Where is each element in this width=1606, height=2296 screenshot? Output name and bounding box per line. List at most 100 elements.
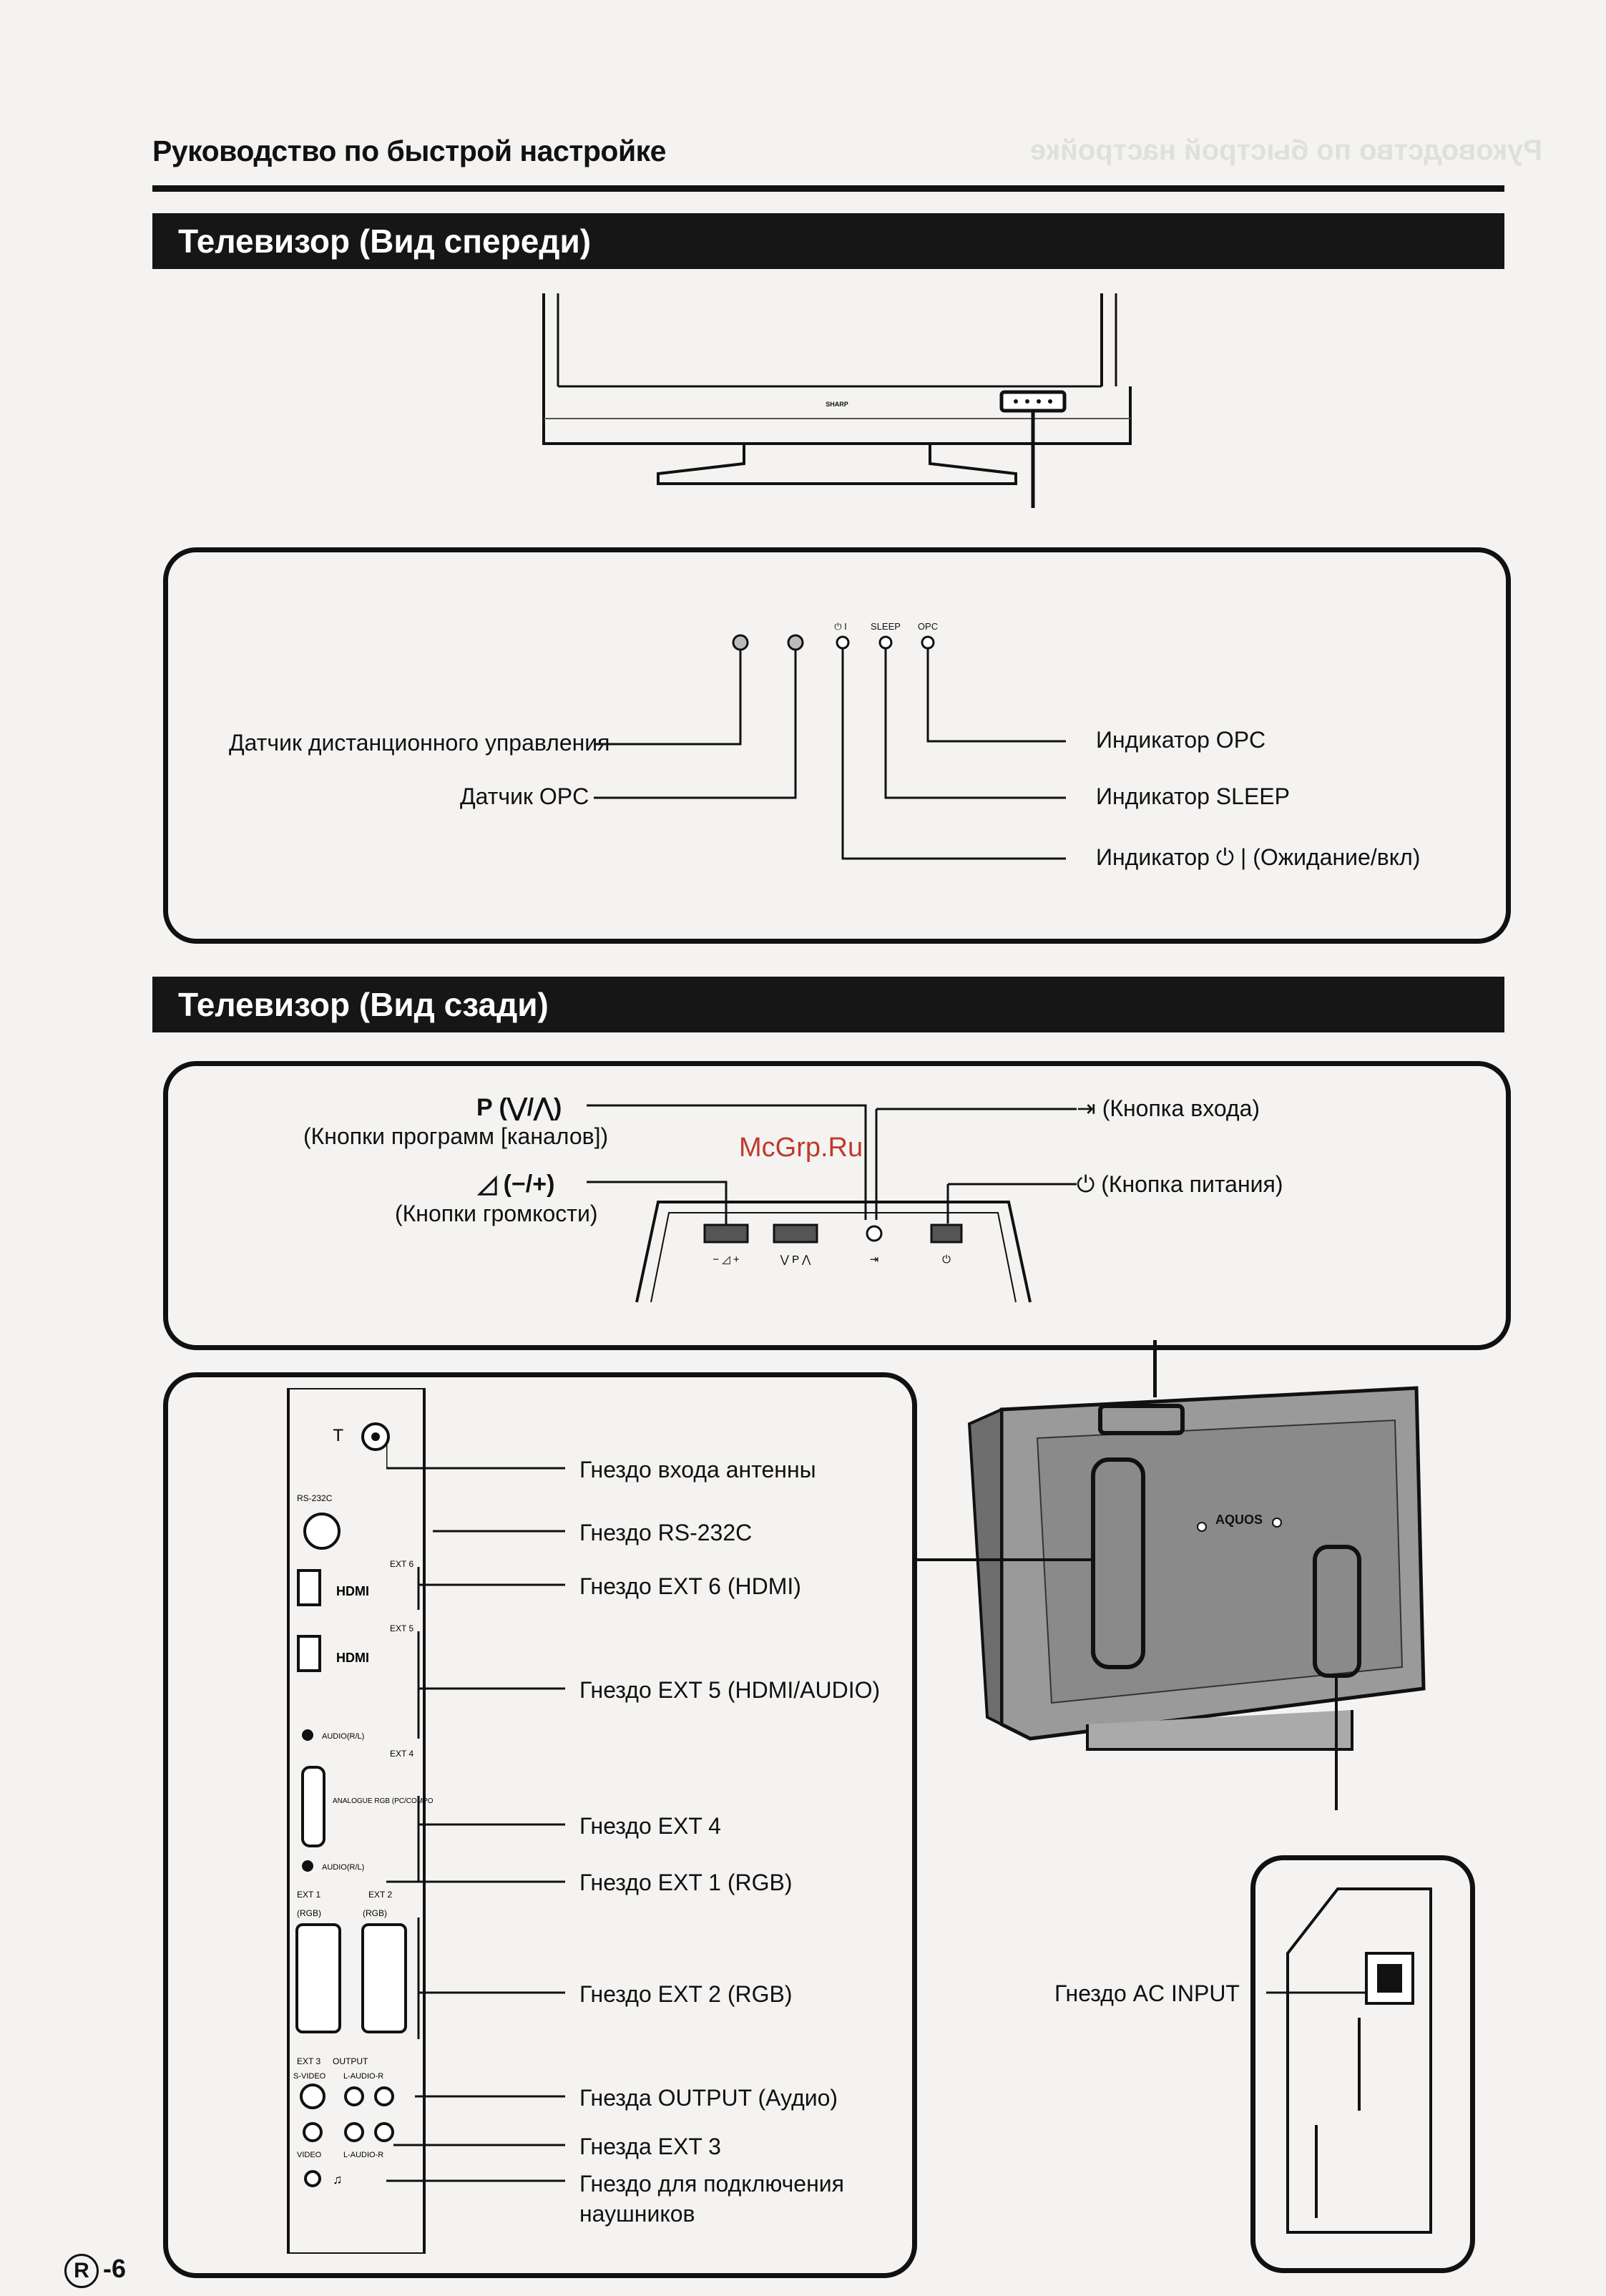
rear-controls-highlight [1098, 1404, 1185, 1435]
aquos-logo: AQUOS [1215, 1513, 1263, 1527]
label-ac-input: Гнездо AC INPUT [1054, 1980, 1240, 2006]
output-l-jack [344, 2086, 364, 2106]
label-sleep-indicator: Индикатор SLEEP [1096, 783, 1290, 809]
page-number: R-6 [64, 2254, 126, 2288]
label-headphones-1: Гнездо для подключения [579, 2171, 844, 2197]
ext3-r-jack [374, 2122, 394, 2142]
label-rs232c: Гнездо RS-232C [579, 1520, 753, 1545]
ext4-audio-jack [302, 1860, 313, 1872]
mark-output: OUTPUT [333, 2056, 368, 2066]
title-rule [152, 185, 1504, 192]
front-indicator-panel [163, 547, 1511, 944]
label-ext5: Гнездо EXT 5 (HDMI/AUDIO) [579, 1677, 881, 1703]
label-remote-sensor: Датчик дистанционного управления [229, 730, 610, 756]
output-r-jack [374, 2086, 394, 2106]
mark-svideo: S-VIDEO [293, 2072, 326, 2081]
mark-audio-4: AUDIO(R/L) [322, 1863, 364, 1872]
label-ext1: Гнездо EXT 1 (RGB) [579, 1870, 793, 1895]
mark-ext6: EXT 6 [390, 1559, 413, 1569]
mark-ext4: EXT 4 [390, 1749, 413, 1759]
rear-controls-panel [163, 1061, 1511, 1350]
sleep-indicator-dot [878, 635, 893, 650]
ext6-hdmi-jack [297, 1569, 321, 1606]
bleed-through-text: Руководство по быстрой настройке [1030, 135, 1543, 166]
label-ext3: Гнезда EXT 3 [579, 2134, 721, 2159]
ext3-l-jack [344, 2122, 364, 2142]
svg-text:⏻: ⏻ [942, 1254, 951, 1266]
mark-hdmi-5: HDMI [336, 1651, 369, 1665]
section-title-rear: Телевизор (Вид сзади) [178, 986, 549, 1023]
label-ext6: Гнездо EXT 6 (HDMI) [579, 1573, 801, 1599]
mark-rs232c: RS-232C [297, 1493, 333, 1503]
power-indicator-dot [836, 635, 850, 650]
mark-ext5: EXT 5 [390, 1623, 413, 1633]
label-power-button: ⏻ (Кнопка питания) [1077, 1171, 1283, 1197]
section-bar-rear: Телевизор (Вид сзади) [152, 977, 1504, 1032]
mark-laudior-out: L-AUDIO-R [343, 2072, 383, 2081]
svideo-jack [300, 2084, 325, 2109]
rear-controls-diagram: − ◿ + ⋁ P ⋀ ⇥ ⏻ [587, 1104, 1077, 1303]
ext2-scart-jack [361, 1923, 407, 2033]
tv-front-illustration: SHARP [542, 293, 1132, 508]
label-ext4: Гнездо EXT 4 [579, 1813, 721, 1839]
svg-text:T: T [333, 1426, 343, 1445]
label-power-indicator: Индикатор ⏻ | (Ожидание/вкл) [1096, 844, 1421, 870]
svg-text:⋁ P ⋀: ⋁ P ⋀ [780, 1254, 811, 1266]
mark-hdmi-6: HDMI [336, 1584, 369, 1598]
opc-sensor-dot [787, 634, 804, 651]
label-ext2: Гнездо EXT 2 (RGB) [579, 1981, 793, 2007]
brand-logo: SHARP [826, 401, 848, 408]
jack-leader-lines [386, 1444, 565, 2182]
rs232c-jack [303, 1513, 341, 1550]
label-headphones-2: наушников [579, 2201, 695, 2227]
ac-input-panel [1250, 1855, 1475, 2273]
power-button [930, 1223, 963, 1244]
mark-laudior-in: L-AUDIO-R [343, 2151, 383, 2159]
ext1-scart-jack [295, 1923, 341, 2033]
section-title-front: Телевизор (Вид спереди) [178, 223, 592, 260]
label-input-button: ⇥ (Кнопка входа) [1077, 1095, 1260, 1121]
label-antenna: Гнездо входа антенны [579, 1457, 816, 1482]
front-indicators-diagram: ⏻ I SLEEP OPC [594, 621, 1066, 860]
section-bar-front: Телевизор (Вид спереди) [152, 213, 1504, 269]
svg-text:♫: ♫ [333, 2172, 343, 2187]
headphone-jack [304, 2170, 321, 2187]
label-opc-sensor: Датчик OPC [460, 783, 589, 809]
label-channel-symbol: P (⋁/⋀) [476, 1094, 562, 1121]
mark-ext3: EXT 3 [297, 2056, 320, 2066]
label-output: Гнезда OUTPUT (Аудио) [579, 2085, 838, 2111]
mark-analogue: ANALOGUE RGB (PC/COMPONENT) [333, 1797, 433, 1805]
panel-power-mark: ⏻ I [834, 621, 847, 632]
panel-opc-mark: OPC [918, 621, 938, 632]
remote-sensor-dot [732, 634, 749, 651]
label-channel-buttons: (Кнопки программ [каналов]) [303, 1123, 609, 1149]
mark-ext2: EXT 2 [368, 1890, 392, 1900]
mark-rgb-2: (RGB) [363, 1908, 387, 1918]
input-button [866, 1225, 883, 1242]
label-volume-symbol: ◿ (−/+) [478, 1171, 555, 1198]
ext4-rgb-jack [301, 1766, 325, 1847]
connector-line [1153, 1340, 1157, 1397]
opc-indicator-dot [921, 635, 935, 650]
label-volume-buttons: (Кнопки громкости) [395, 1201, 598, 1226]
ext5-hdmi-jack [297, 1635, 321, 1672]
region-mark: R [64, 2254, 99, 2288]
video-jack [303, 2122, 323, 2142]
page-number-value: -6 [103, 2254, 127, 2283]
svg-text:⇥: ⇥ [870, 1254, 879, 1266]
page-title: Руководство по быстрой настройке [152, 135, 666, 167]
mark-video: VIDEO [297, 2151, 322, 2159]
ac-input-diagram [1266, 1887, 1432, 2234]
volume-button [703, 1223, 749, 1244]
rear-jacks-panel [163, 1372, 917, 2278]
panel-sleep-mark: SLEEP [871, 621, 901, 632]
mark-rgb-1: (RGB) [297, 1908, 321, 1918]
label-opc-indicator: Индикатор OPC [1096, 727, 1266, 753]
svg-text:− ◿ +: − ◿ + [713, 1254, 740, 1266]
channel-button [773, 1223, 818, 1244]
mark-audio-5: AUDIO(R/L) [322, 1732, 364, 1741]
mark-ext1: EXT 1 [297, 1890, 320, 1900]
tv-rear-illustration: AQUOS [916, 1386, 1426, 1810]
jacks-highlight [1091, 1457, 1145, 1669]
jack-strip: T RS-232C EXT 6 HDMI EXT 5 HDMI AUDIO(R/… [287, 1388, 433, 2254]
